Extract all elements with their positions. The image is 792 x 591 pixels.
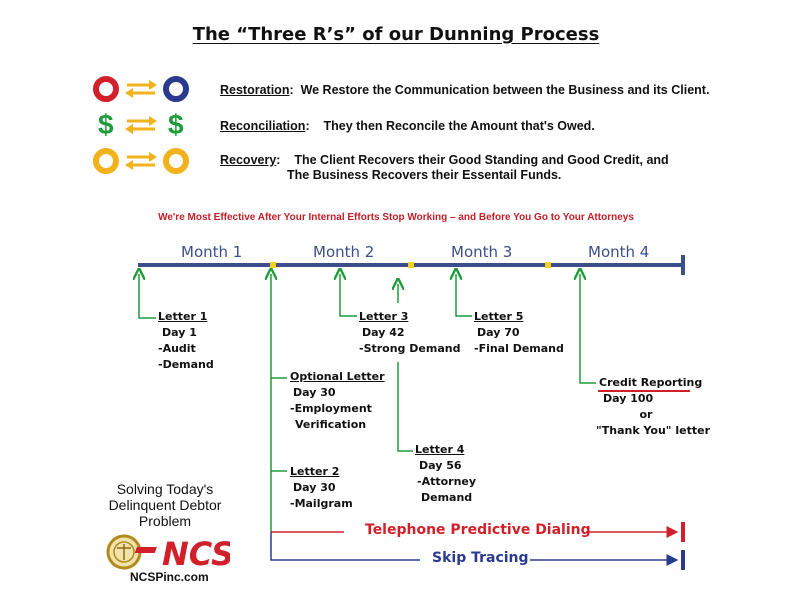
month-4-label: Month 4 <box>588 243 650 261</box>
solving-tagline: Solving Today's Delinquent Debtor Proble… <box>100 481 230 529</box>
restoration-label: Restoration <box>220 83 290 97</box>
optional-letter-item: -Employment <box>290 402 372 415</box>
ncs-logo: NCS <box>106 534 230 571</box>
solving-line: Problem <box>138 513 192 529</box>
letter1-connector <box>139 274 156 319</box>
restoration-icon <box>93 76 189 102</box>
gold-ring-icon <box>163 148 189 174</box>
solving-line: Solving Today's <box>116 481 214 497</box>
letter3-title: Letter 3 <box>359 310 409 323</box>
double-arrow-icon <box>125 152 157 170</box>
optional-letter-title: Optional Letter <box>290 370 385 383</box>
credit-reporting-or: or <box>639 408 653 421</box>
dollar-icon: $ <box>98 109 114 140</box>
credit-reporting-title: Credit Reporting <box>599 376 703 389</box>
letter1-item: -Audit <box>158 342 196 355</box>
letter2-block: Letter 2 Day 30 -Mailgram <box>290 464 353 512</box>
credit-reporting-block: Credit Reporting Day 100 or "Thank You" … <box>596 375 711 439</box>
month-divider-marker <box>545 262 551 268</box>
website-label: NCSPinc.com <box>130 570 209 584</box>
double-arrow-icon <box>125 80 157 98</box>
letter3-item: -Strong Demand <box>359 342 461 355</box>
credit-reporting-alt: "Thank You" letter <box>596 424 711 437</box>
letter4-item: Demand <box>421 491 473 504</box>
recovery-text: The Client Recovers their Good Standing … <box>294 153 669 167</box>
letter4-title: Letter 4 <box>415 443 465 456</box>
optional-letter-block: Optional Letter Day 30 -Employment Verif… <box>290 369 385 433</box>
optional-letter-day: Day 30 <box>293 386 336 399</box>
letter5-title: Letter 5 <box>474 310 524 323</box>
month-divider-marker <box>270 262 276 268</box>
dollar-icon: $ <box>168 109 184 140</box>
month-3-label: Month 3 <box>451 243 513 261</box>
letter3-block: Letter 3 Day 42 -Strong Demand <box>359 309 460 357</box>
reconciliation-text: They then Reconcile the Amount that's Ow… <box>323 119 595 133</box>
letter1-item: -Demand <box>158 358 214 371</box>
letter5-block: Letter 5 Day 70 -Final Demand <box>474 309 564 357</box>
logo-text: NCS <box>162 535 230 571</box>
recovery-icon <box>93 148 189 174</box>
letter5-connector <box>456 274 472 317</box>
letter4-item: -Attorney <box>417 475 477 488</box>
telephone-predictive-dialing-label: Telephone Predictive Dialing <box>365 522 591 538</box>
blue-ring-icon <box>163 76 189 102</box>
skip-line-left <box>270 532 420 561</box>
letter3-day: Day 42 <box>362 326 405 339</box>
recovery-row: Recovery: The Client Recovers their Good… <box>220 153 669 167</box>
restoration-text: We Restore the Communication between the… <box>300 83 710 97</box>
letter4-block: Letter 4 Day 56 -Attorney Demand <box>415 442 476 506</box>
letter1-day: Day 1 <box>162 326 197 339</box>
letter1-block: Letter 1 Day 1 -Audit -Demand <box>158 309 214 373</box>
restoration-row: Restoration: We Restore the Communicatio… <box>220 83 710 97</box>
page-title: The “Three R’s” of our Dunning Process <box>192 24 600 45</box>
logo-swoosh <box>134 547 157 553</box>
reconciliation-label: Reconciliation <box>220 119 306 133</box>
optional-letter-item: Verification <box>295 418 367 431</box>
letter4-day: Day 56 <box>419 459 462 472</box>
letter2-item: -Mailgram <box>290 497 353 510</box>
double-arrow-icon <box>125 116 157 134</box>
recovery-text-line2: The Business Recovers their Essentail Fu… <box>287 168 562 182</box>
letter1-title: Letter 1 <box>158 310 208 323</box>
letter2-day: Day 30 <box>293 481 336 494</box>
tagline: We're Most Effective After Your Internal… <box>158 212 634 223</box>
red-ring-icon <box>93 76 119 102</box>
letter5-day: Day 70 <box>477 326 520 339</box>
month-divider-marker <box>408 262 414 268</box>
recovery-label: Recovery <box>220 153 277 167</box>
month-2-label: Month 2 <box>313 243 375 261</box>
letter4-connector <box>397 362 413 452</box>
gold-ring-icon <box>93 148 119 174</box>
letter3-connector <box>340 274 357 317</box>
credit-connector <box>580 274 596 384</box>
credit-reporting-day: Day 100 <box>603 392 654 405</box>
letter5-item: -Final Demand <box>474 342 564 355</box>
month-1-label: Month 1 <box>181 243 243 261</box>
letter2-title: Letter 2 <box>290 465 340 478</box>
solving-line: Delinquent Debtor <box>108 497 222 513</box>
reconciliation-row: Reconciliation: They then Reconcile the … <box>220 119 595 133</box>
skip-tracing-label: Skip Tracing <box>432 550 529 566</box>
